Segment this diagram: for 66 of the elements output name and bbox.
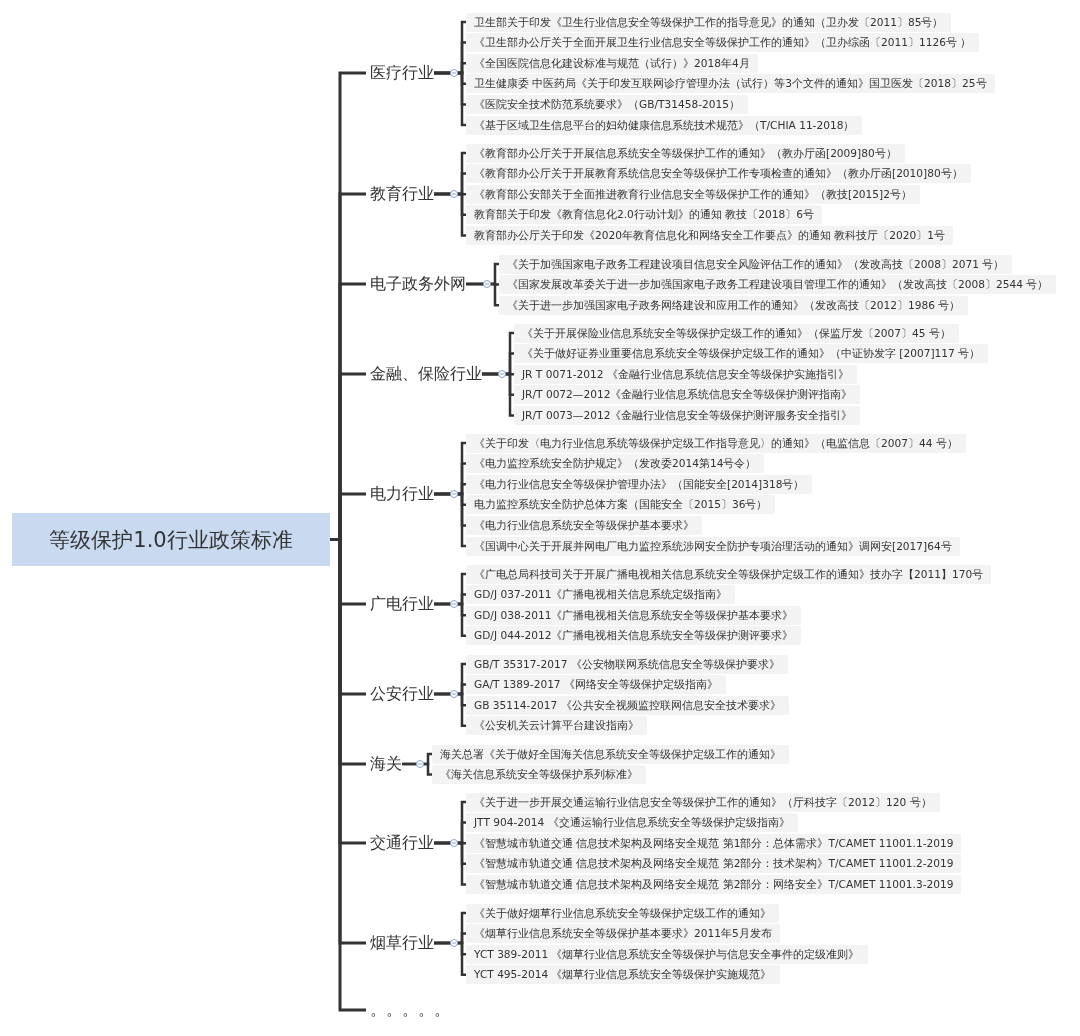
document-item: JR/T 0072—2012《金融行业信息系统信息安全等级保护测评指南》	[514, 385, 861, 405]
document-item: 《电力行业信息安全等级保护管理办法》（国能安全[2014]318号）	[466, 474, 813, 494]
document-item: 《公安机关云计算平台建设指南》	[466, 716, 647, 736]
document-item: 《国家发展改革委关于进一步加强国家电子政务工程建设项目管理工作的通知》（发改高技〔2008〕2544 号）	[499, 275, 1057, 295]
document-item: 教育部办公厅关于印发《2020年教育信息化和网络安全工作要点》的通知 教科技厅〔2020〕1号	[466, 225, 954, 245]
document-item: JTT 904-2014 《交通运输行业信息系统安全等级保护定级指南》	[466, 813, 798, 833]
document-item: YCT 495-2014 《烟草行业信息系统安全等级保护实施规范》	[466, 965, 780, 985]
document-item: GB/T 35317-2017 《公安物联网系统信息安全等级保护要求》	[466, 654, 788, 674]
connector-line	[434, 941, 466, 977]
branch-label: 公安行业	[370, 682, 434, 706]
document-item: GD/J 037-2011《广播电视相关信息系统定级指南》	[466, 585, 736, 605]
branch-label: 交通行业	[370, 831, 434, 855]
branch-label: 烟草行业	[370, 931, 434, 955]
document-item: 《关于印发〈电力行业信息系统等级保护定级工作指导意见〉的通知》（电监信息〔2007〕44 号）	[466, 433, 966, 453]
document-item: 《智慧城市轨道交通 信息技术架构及网络安全规范 第1部分：总体需求》T/CAMET 11001.1-2019	[466, 833, 962, 853]
connector-line	[402, 762, 432, 776]
document-item: 《关于开展保险业信息系统安全等级保护定级工作的通知》（保监厅发〔2007〕45 号）	[514, 323, 959, 343]
document-item: GB 35114-2017 《公共安全视频监控联网信息安全技术要求》	[466, 695, 789, 715]
document-item: 《智慧城市轨道交通 信息技术架构及网络安全规范 第2部分：网络安全》T/CAMET 11001.3-2019	[466, 874, 962, 894]
document-item: 《海关信息系统安全等级保护系列标准》	[432, 765, 646, 785]
document-item: 《教育部办公厅关于开展信息系统安全等级保护工作的通知》（教办厅函[2009]80号）	[466, 143, 905, 163]
connector-line	[434, 492, 466, 548]
document-item: 《医院安全技术防范系统要求》（GB/T31458-2015）	[466, 94, 748, 114]
document-item: 《电力监控系统安全防护规定》（发改委2014第14号令）	[466, 454, 765, 474]
document-item: 《关于做好证券业重要信息系统安全等级保护定级工作的通知》（中证协发字 [2007]117 号）	[514, 344, 989, 364]
connector-line	[482, 372, 514, 417]
document-item: JR T 0071-2012 《金融行业信息系统信息安全等级保护实施指引》	[514, 364, 857, 384]
document-item: 电力监控系统安全防护总体方案（国能安全〔2015〕36号）	[466, 495, 776, 515]
document-item: 《教育部办公厅关于开展教育系统信息安全等级保护工作专项检查的通知》（教办厅函[2010]80号）	[466, 164, 971, 184]
document-item: 《智慧城市轨道交通 信息技术架构及网络安全规范 第2部分：技术架构》T/CAMET 11001.2-2019	[466, 854, 962, 874]
document-item: 《国调中心关于开展并网电厂电力监控系统涉网安全防护专项治理活动的通知》调网安[2017]64号	[466, 536, 960, 556]
document-item: JR/T 0073—2012《金融行业信息安全等级保护测评服务安全指引》	[514, 405, 861, 425]
branch-label: 金融、保险行业	[370, 362, 482, 386]
document-item: 海关总署《关于做好全国海关信息系统安全等级保护定级工作的通知》	[432, 744, 789, 764]
branch-label: 电力行业	[370, 482, 434, 506]
document-item: 《电力行业信息系统安全等级保护基本要求》	[466, 515, 702, 535]
document-item: 《卫生部办公厅关于全面开展卫生行业信息安全等级保护工作的通知》（卫办综函〔2011〕1126号 ）	[466, 33, 980, 53]
connector-line	[434, 692, 466, 728]
branch-label: 医疗行业	[370, 61, 434, 85]
connector-line	[434, 192, 466, 237]
document-item: 卫生健康委 中医药局《关于印发互联网诊疗管理办法（试行）等3个文件的通知》国卫医发〔2018〕25号	[466, 74, 995, 94]
document-item: 《教育部公安部关于全面推进教育行业信息安全等级保护工作的通知》（教技[2015]2号）	[466, 184, 920, 204]
connector-line	[434, 602, 466, 638]
document-item: 《关于做好烟草行业信息系统安全等级保护定级工作的通知》	[466, 903, 779, 923]
document-item: 《全国医院信息化建设标准与规范（试行）》2018年4月	[466, 53, 758, 73]
document-item: 《关于加强国家电子政务工程建设项目信息安全风险评估工作的通知》（发改高技〔2008〕2071 号）	[499, 254, 1013, 274]
branch-label: 海关	[370, 752, 402, 776]
document-item: 《关于进一步加强国家电子政务网络建设和应用工作的通知》（发改高技〔2012〕1986 号）	[499, 295, 969, 315]
document-item: 《关于进一步开展交通运输行业信息安全等级保护工作的通知》（厅科技字〔2012〕120 号）	[466, 792, 940, 812]
branch-label: 。。。。。	[370, 998, 450, 1022]
connector-line	[434, 841, 466, 886]
branch-label: 广电行业	[370, 592, 434, 616]
document-item: 卫生部关于印发《卫生行业信息安全等级保护工作的指导意见》的通知（卫办发〔2011〕85号）	[466, 12, 952, 32]
document-item: GA/T 1389-2017 《网络安全等级保护定级指南》	[466, 675, 726, 695]
document-item: 《广电总局科技司关于开展广播电视相关信息系统安全等级保护定级工作的通知》技办字【2011】170号	[466, 564, 992, 584]
branch-label: 电子政务外网	[370, 272, 466, 296]
document-item: GD/J 044-2012《广播电视相关信息系统安全等级保护测评要求》	[466, 626, 802, 646]
document-item: 《基于区域卫生信息平台的妇幼健康信息系统技术规范》（T/CHIA 11-2018）	[466, 115, 863, 135]
document-item: YCT 389-2011 《烟草行业信息系统安全等级保护与信息安全事件的定级准则》	[466, 944, 868, 964]
document-item: 《烟草行业信息系统安全等级保护基本要求》2011年5月发布	[466, 924, 780, 944]
document-item: GD/J 038-2011《广播电视相关信息系统安全等级保护基本要求》	[466, 605, 802, 625]
root-box: 等级保护1.0行业政策标准	[12, 513, 330, 566]
connector-line	[466, 282, 499, 307]
document-item: 教育部关于印发《教育信息化2.0行动计划》的通知 教技〔2018〕6号	[466, 205, 822, 225]
branch-label: 教育行业	[370, 182, 434, 206]
connector-line	[434, 71, 466, 127]
